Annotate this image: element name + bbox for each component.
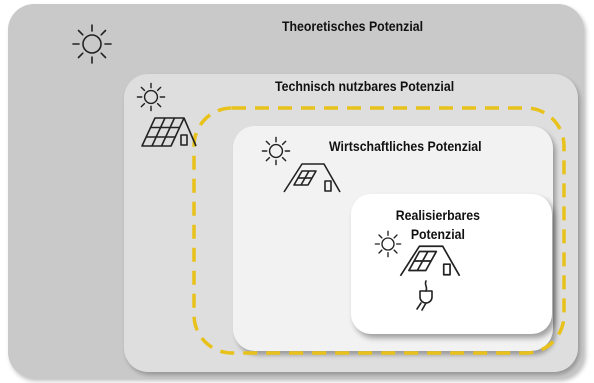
sun-icon bbox=[72, 24, 112, 64]
sun-icon bbox=[261, 136, 291, 166]
technical-potential-label: Technisch nutzbares Potenzial bbox=[275, 78, 455, 94]
realizable-label-line1: Realisierbares bbox=[395, 207, 480, 223]
theoretical-potential-label: Theoretisches Potenzial bbox=[282, 18, 424, 34]
realizable-potential-region bbox=[351, 194, 552, 334]
realizable-label-line2: Potenzial bbox=[410, 226, 465, 242]
sun-icon bbox=[374, 230, 402, 258]
realizable-potential-label: Realisierbares Potenzial bbox=[396, 206, 480, 244]
sun-icon bbox=[136, 82, 166, 112]
solar-roof-icon bbox=[399, 245, 461, 277]
solar-roof-icon bbox=[141, 117, 197, 147]
solar-roof-icon bbox=[283, 163, 341, 193]
plug-icon bbox=[416, 280, 433, 311]
economic-potential-label: Wirtschaftliches Potenzial bbox=[329, 138, 482, 154]
